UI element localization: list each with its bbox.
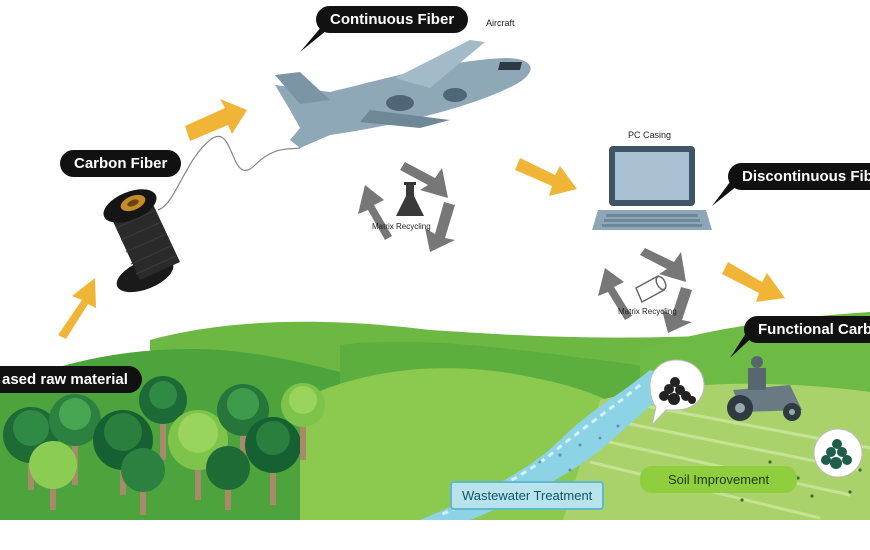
green-carbon-bubble [813, 428, 863, 478]
carbon-pile-bubble [649, 359, 705, 427]
tree [29, 441, 77, 510]
functional-carbon-callout: Functional Carbo [744, 316, 870, 343]
tree [206, 446, 250, 510]
continuous-fiber-callout: Continuous Fiber [316, 6, 469, 33]
tree [49, 394, 101, 485]
aircraft-label: Aircraft [486, 18, 515, 28]
water-sparkles [538, 424, 620, 472]
arrow-pc-to-functional [722, 262, 785, 302]
flask-icon [396, 182, 424, 216]
carbon-fiber-spool [103, 136, 301, 293]
recycling-symbol-1 [358, 162, 455, 252]
soil-improvement-label: Soil Improvement [640, 466, 798, 493]
recycling-symbol-2 [598, 248, 692, 333]
fiber-cylinder-icon [635, 274, 667, 304]
wastewater-treatment-label: Wastewater Treatment [450, 481, 605, 510]
arrow-raw-to-fiber [58, 278, 96, 339]
ground-strip [0, 520, 870, 550]
river [420, 370, 680, 520]
tree [245, 417, 301, 505]
forest [3, 376, 325, 515]
tree [139, 376, 187, 460]
matrix-recycling-label-2: Matrix Recycling [618, 307, 677, 316]
tractor-illustration [727, 356, 802, 421]
arrow-fiber-to-continuous [185, 99, 247, 141]
raw-material-callout: ased raw material [0, 366, 142, 393]
laptop-illustration [592, 146, 712, 230]
arrow-aircraft-to-pc [515, 158, 577, 196]
tree [281, 383, 325, 460]
discontinuous-fiber-callout: Discontinuous Fibe [728, 163, 870, 190]
tree [121, 448, 165, 515]
matrix-recycling-label-1: Matrix Recycling [372, 222, 431, 231]
soil-dots [740, 460, 862, 502]
carbon-fiber-callout: Carbon Fiber [60, 150, 182, 177]
aircraft-illustration [275, 40, 531, 148]
pc-casing-label: PC Casing [628, 130, 672, 140]
process-arrows [58, 99, 785, 339]
